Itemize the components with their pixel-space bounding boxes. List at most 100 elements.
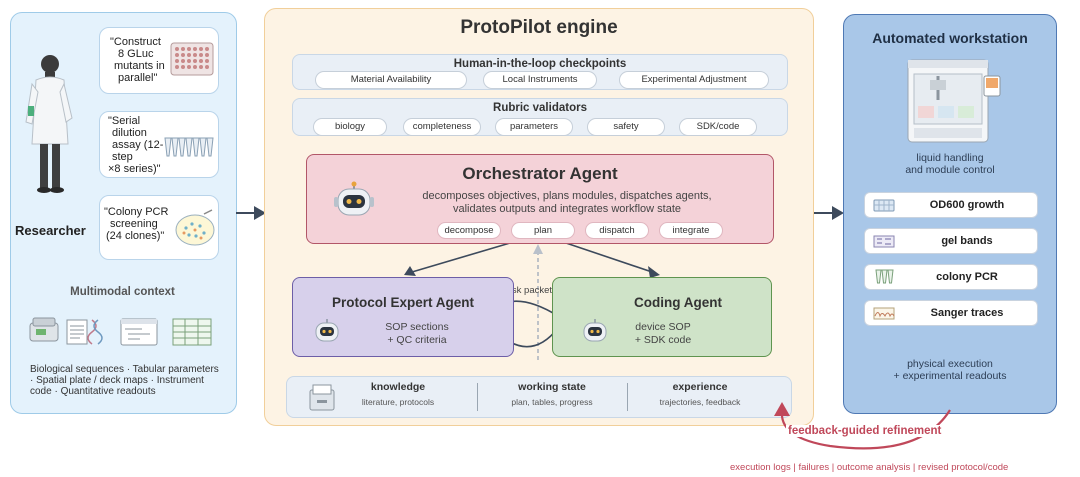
- readout-od600: OD600 growth: [864, 192, 1038, 218]
- protocol-expert-agent-box: Protocol Expert Agent SOP sections + QC …: [292, 277, 514, 357]
- quote-line: mutants in: [114, 60, 165, 72]
- chromatogram-icon: [873, 307, 895, 320]
- robot-icon: [583, 319, 607, 342]
- checkpoints-title: Human-in-the-loop checkpoints: [453, 58, 627, 70]
- quote-line: parallel": [118, 72, 158, 84]
- arrow-right-icon: [236, 206, 266, 220]
- readout-label: Sanger traces: [930, 307, 1004, 319]
- table-icon: [172, 318, 212, 346]
- orchestrator-desc-line: decomposes objectives, plans modules, di…: [422, 190, 712, 202]
- workstation-caption-line: and module control: [905, 164, 995, 176]
- validator-pill: parameters: [495, 118, 573, 136]
- request-bubble-mutants: "Construct 8 GLuc mutants in parallel": [99, 27, 219, 94]
- context-line: code · Quantitative readouts: [30, 386, 156, 397]
- checkpoints-section: Human-in-the-loop checkpoints Material A…: [292, 54, 788, 90]
- protocol-desc-line: SOP sections: [385, 321, 449, 333]
- memory-knowledge: knowledge literature, protocols: [323, 381, 473, 407]
- request-bubble-colony-pcr: "Colony PCR screening (24 clones)": [99, 195, 219, 260]
- quote-line: ×8 series)": [108, 163, 161, 175]
- protocol-agent-description: SOP sections + QC criteria: [357, 321, 477, 347]
- memory-subtitle: trajectories, feedback: [659, 397, 741, 407]
- protocol-desc-line: + QC criteria: [387, 334, 447, 346]
- quote-line: 8 GLuc: [118, 48, 154, 60]
- request-bubble-dilution: "Serial dilution assay (12- step ×8 seri…: [99, 111, 219, 178]
- validator-pill: SDK/code: [679, 118, 757, 136]
- memory-section: knowledge literature, protocols working …: [286, 376, 792, 418]
- readout-sanger-traces: Sanger traces: [864, 300, 1038, 326]
- instrument-icon: [29, 317, 59, 342]
- context-line: · Spatial plate / deck maps · Instrument: [30, 375, 204, 386]
- feedback-loop-arrow-icon: [774, 402, 951, 450]
- coding-agent-description: device SOP + SDK code: [613, 321, 713, 347]
- coding-agent-title: Coding Agent: [634, 295, 722, 310]
- orchestrator-title: Orchestrator Agent: [462, 164, 618, 183]
- workstation-footer: physical execution + experimental readou…: [843, 358, 1057, 382]
- orchestrator-description: decomposes objectives, plans modules, di…: [367, 190, 767, 216]
- readout-label: OD600 growth: [929, 199, 1005, 211]
- orchestrator-desc-line: validates outputs and integrates workflo…: [452, 203, 682, 215]
- memory-title: knowledge: [370, 381, 426, 393]
- tube-strip-icon: [164, 137, 214, 157]
- divider: [627, 383, 628, 411]
- checkpoint-pill: Material Availability: [315, 71, 467, 89]
- validators-title: Rubric validators: [493, 102, 587, 114]
- memory-subtitle: literature, protocols: [361, 397, 435, 407]
- quote-line: screening: [110, 218, 158, 230]
- quote-line: "Colony PCR: [104, 206, 169, 218]
- orchestrator-step-pill: integrate: [659, 222, 723, 239]
- orchestrator-step-pill: decompose: [437, 222, 501, 239]
- researcher-label: Researcher: [15, 223, 86, 238]
- workstation-caption-line: liquid handling: [916, 152, 984, 164]
- petri-dish-icon: [175, 209, 215, 246]
- memory-experience: experience trajectories, feedback: [625, 381, 775, 407]
- pcr-tubes-icon: [875, 269, 894, 284]
- context-line: Biological sequences · Tabular parameter…: [30, 364, 219, 375]
- arrow-right-icon: [812, 206, 844, 220]
- plate-reader-icon: [873, 199, 895, 212]
- orchestrator-step-pill: dispatch: [585, 222, 649, 239]
- readout-gel-bands: gel bands: [864, 228, 1038, 254]
- quote-line: (24 clones)": [106, 230, 165, 242]
- orchestrator-agent-box: Orchestrator Agent decomposes objectives…: [306, 154, 774, 244]
- liquid-handler-icon: [907, 59, 1001, 143]
- workstation-caption: liquid handling and module control: [843, 152, 1057, 176]
- coding-agent-box: Coding Agent device SOP + SDK code: [552, 277, 772, 357]
- filing-cabinet-icon: [309, 384, 335, 411]
- well-plate-icon: [170, 42, 214, 76]
- memory-title: working state: [518, 381, 586, 393]
- code-window-icon: [120, 318, 158, 346]
- quote-line: "Serial: [108, 115, 141, 127]
- multimodal-context-description: Biological sequences · Tabular parameter…: [30, 364, 219, 397]
- task-packets-label: task packets: [504, 285, 557, 296]
- validators-section: Rubric validators biology completeness p…: [292, 98, 788, 136]
- readout-colony-pcr: colony PCR: [864, 264, 1038, 290]
- validator-pill: safety: [587, 118, 665, 136]
- memory-title: experience: [672, 381, 728, 393]
- coding-desc-line: + SDK code: [634, 334, 692, 346]
- robot-icon: [315, 319, 339, 342]
- coding-desc-line: device SOP: [635, 321, 691, 333]
- quote-line: dilution: [112, 127, 147, 139]
- workstation-footer-line: + experimental readouts: [893, 370, 1007, 382]
- workstation-title: Automated workstation: [872, 30, 1028, 46]
- checkpoint-pill: Experimental Adjustment: [619, 71, 769, 89]
- quote-line: "Construct: [110, 36, 161, 48]
- quote-line: step: [112, 151, 133, 163]
- document-dna-icon: [66, 319, 103, 345]
- multimodal-context-title: Multimodal context: [70, 286, 175, 298]
- validator-pill: biology: [313, 118, 387, 136]
- divider: [477, 383, 478, 411]
- quote-line: assay (12-: [112, 139, 164, 151]
- engine-title: ProtoPilot engine: [460, 17, 618, 38]
- memory-working-state: working state plan, tables, progress: [477, 381, 627, 407]
- orchestrator-step-pill: plan: [511, 222, 575, 239]
- workstation-footer-line: physical execution: [907, 358, 993, 370]
- robot-icon: [334, 181, 374, 216]
- researcher-figure-icon: [25, 55, 73, 193]
- readout-label: colony PCR: [936, 271, 998, 283]
- memory-subtitle: plan, tables, progress: [511, 397, 593, 407]
- readout-label: gel bands: [941, 235, 993, 247]
- validator-pill: completeness: [403, 118, 481, 136]
- feedback-title: feedback-guided refinement: [786, 425, 944, 437]
- gel-icon: [873, 235, 895, 248]
